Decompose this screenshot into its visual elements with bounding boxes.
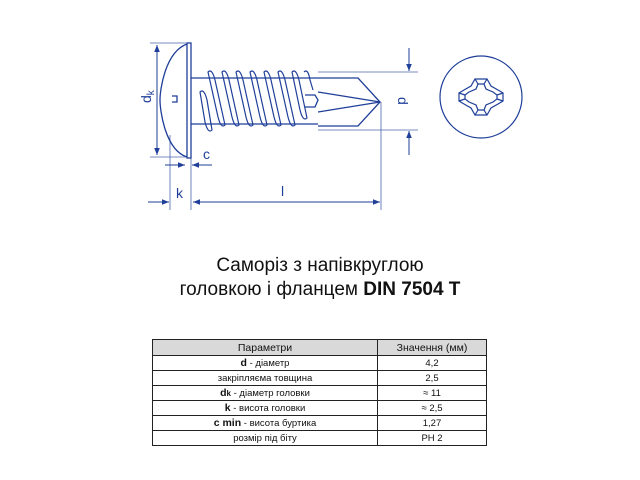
title-line-2: головкою і фланцем DIN 7504 T [179, 279, 461, 300]
param-cell: dk - діаметр головки [152, 385, 378, 401]
value-cell: 2,5 [377, 370, 487, 386]
value-cell: PH 2 [377, 430, 487, 446]
table-row: c min - висота буртика 1,27 [152, 415, 487, 431]
header-values: Значення (мм) [377, 339, 487, 356]
table-row: закріпляєма товщина 2,5 [152, 370, 487, 386]
table-row: dk - діаметр головки ≈ 11 [152, 385, 487, 401]
k-label: k [176, 185, 184, 201]
table-row: d - діаметр 4,2 [152, 355, 487, 371]
product-title: Саморіз з напівкруглою головкою і фланце… [0, 254, 640, 302]
c-label: c [203, 146, 210, 162]
phillips-recess-icon [458, 78, 504, 116]
screw-threads [199, 70, 314, 132]
title-line-1: Саморіз з напівкруглою [216, 255, 424, 276]
standard-code: DIN 7504 T [363, 279, 461, 300]
param-cell: c min - висота буртика [152, 415, 378, 431]
head-top-view [439, 55, 523, 139]
param-cell: розмір під біту [152, 430, 378, 446]
header-parameters: Параметри [152, 339, 378, 356]
value-cell: 4,2 [377, 355, 487, 371]
value-cell: ≈ 11 [377, 385, 487, 401]
value-cell: 1,27 [377, 415, 487, 431]
param-cell: закріпляєма товщина [152, 370, 378, 386]
param-cell: d - діаметр [152, 355, 378, 371]
table-header-row: Параметри Значення (мм) [152, 339, 487, 356]
l-label: l [281, 183, 284, 199]
specifications-table: Параметри Значення (мм) d - діаметр 4,2 … [152, 339, 487, 446]
dk-label: dk [138, 89, 157, 103]
d-label: d [395, 97, 411, 105]
param-cell: k - висота головки [152, 400, 378, 416]
screw-technical-drawing: dk d c k l [138, 42, 523, 210]
value-cell: ≈ 2,5 [377, 400, 487, 416]
screw-head [159, 42, 192, 159]
screw-shank [191, 77, 381, 127]
table-row: k - висота головки ≈ 2,5 [152, 400, 487, 416]
table-row: розмір під біту PH 2 [152, 430, 487, 446]
